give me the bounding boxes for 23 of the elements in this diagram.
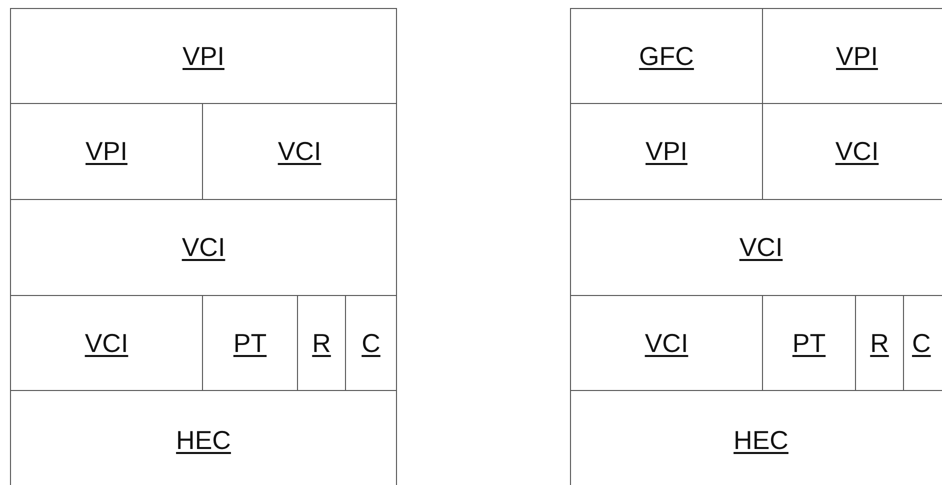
field-label: C xyxy=(362,328,380,358)
field-label: GFC xyxy=(639,40,694,72)
field-label: VCI xyxy=(835,136,879,167)
field-label: VCI xyxy=(278,136,322,167)
field-label: HEC xyxy=(176,425,231,456)
field-label: VPI xyxy=(182,40,224,72)
field-label: PT xyxy=(792,328,826,358)
field-cell xyxy=(10,390,397,485)
field-label: VPI xyxy=(836,40,878,72)
field-label: VCI xyxy=(644,328,688,358)
field-label: VCI xyxy=(739,232,783,263)
field-label: C xyxy=(912,328,931,358)
field-cell xyxy=(10,8,397,104)
field-label: R xyxy=(870,328,889,358)
field-label: VCI xyxy=(84,328,128,358)
field-cell xyxy=(570,8,763,104)
field-label: R xyxy=(312,328,331,358)
field-label: VCI xyxy=(182,232,226,263)
field-label: VPI xyxy=(86,136,128,167)
field-label: PT xyxy=(233,328,267,358)
field-label: VPI xyxy=(646,136,688,167)
field-label: HEC xyxy=(734,425,788,456)
field-cell xyxy=(10,199,397,296)
